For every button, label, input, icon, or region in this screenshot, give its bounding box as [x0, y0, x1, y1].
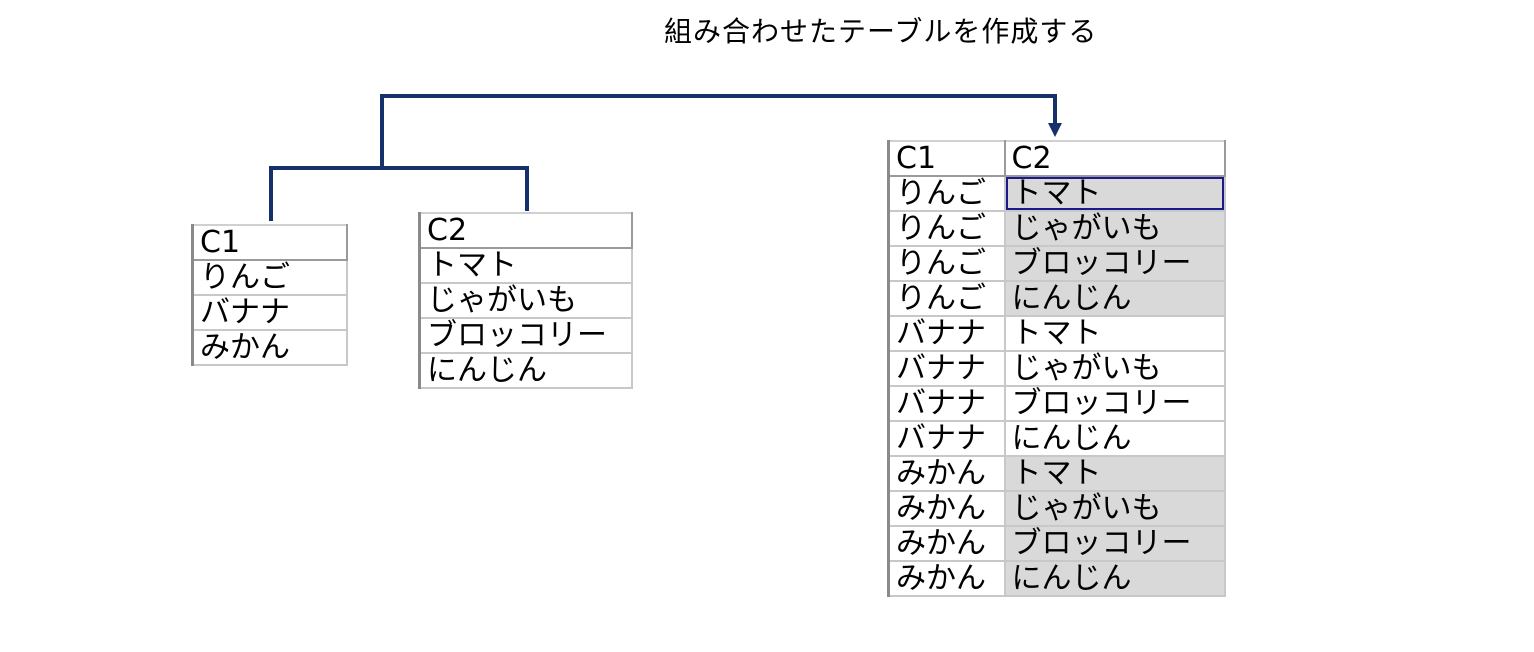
- table-cell[interactable]: にんじん: [418, 352, 633, 389]
- result-table: C1 C2 りんごトマトりんごじゃがいもりんごブロッコリーりんごにんじんバナナト…: [887, 140, 1226, 597]
- table-row: みかんじゃがいも: [887, 490, 1226, 527]
- table-cell-c1[interactable]: みかん: [887, 525, 1006, 562]
- table-cell[interactable]: りんご: [191, 259, 348, 296]
- table-row: りんご: [191, 259, 348, 296]
- table-row: りんごじゃがいも: [887, 210, 1226, 247]
- table-cell[interactable]: バナナ: [191, 294, 348, 331]
- table-cell-c1[interactable]: りんご: [887, 175, 1006, 212]
- table-cell[interactable]: ブロッコリー: [418, 317, 633, 354]
- table-row: バナナにんじん: [887, 420, 1226, 457]
- table-cell-c2[interactable]: ブロッコリー: [1003, 245, 1226, 282]
- table-cell-c1[interactable]: りんご: [887, 280, 1006, 317]
- table-row: バナナトマト: [887, 315, 1226, 352]
- table-header-row: C1: [191, 224, 348, 261]
- table-row: バナナじゃがいも: [887, 350, 1226, 387]
- table-cell-c1[interactable]: バナナ: [887, 420, 1006, 457]
- table-cell-c2[interactable]: トマト: [1003, 175, 1226, 212]
- table-cell-c2[interactable]: じゃがいも: [1003, 490, 1226, 527]
- table-cell[interactable]: じゃがいも: [418, 282, 633, 319]
- diagram-title: 組み合わせたテーブルを作成する: [664, 15, 1098, 48]
- table-row: ブロッコリー: [418, 317, 633, 354]
- table-header-row: C2: [418, 212, 633, 249]
- column-header[interactable]: C2: [418, 212, 633, 249]
- table-cell-c2[interactable]: トマト: [1003, 455, 1226, 492]
- input-table-c2: C2 トマト じゃがいも ブロッコリー にんじん: [418, 212, 633, 389]
- table-cell-c1[interactable]: バナナ: [887, 385, 1006, 422]
- table-cell[interactable]: トマト: [418, 247, 633, 284]
- column-header-c1[interactable]: C1: [887, 140, 1006, 177]
- arrow-head-icon: [1048, 123, 1062, 137]
- table-header-row: C1 C2: [887, 140, 1226, 177]
- table-cell-c2[interactable]: トマト: [1003, 315, 1226, 352]
- table-row: みかん: [191, 329, 348, 366]
- connector-line: [380, 94, 1057, 168]
- input-table-c1: C1 りんご バナナ みかん: [191, 224, 348, 366]
- table-row: みかんトマト: [887, 455, 1226, 492]
- table-row: りんごにんじん: [887, 280, 1226, 317]
- table-row: トマト: [418, 247, 633, 284]
- table-cell-c2[interactable]: じゃがいも: [1003, 350, 1226, 387]
- table-row: みかんブロッコリー: [887, 525, 1226, 562]
- table-cell-c1[interactable]: みかん: [887, 560, 1006, 597]
- table-cell-c1[interactable]: りんご: [887, 245, 1006, 282]
- table-cell-c1[interactable]: バナナ: [887, 350, 1006, 387]
- table-cell-c2[interactable]: ブロッコリー: [1003, 525, 1226, 562]
- table-cell-c1[interactable]: みかん: [887, 490, 1006, 527]
- table-cell-c1[interactable]: りんご: [887, 210, 1006, 247]
- table-cell-c2[interactable]: にんじん: [1003, 560, 1226, 597]
- table-cell-c2[interactable]: ブロッコリー: [1003, 385, 1226, 422]
- column-header[interactable]: C1: [191, 224, 348, 261]
- table-row: バナナブロッコリー: [887, 385, 1226, 422]
- table-cell[interactable]: みかん: [191, 329, 348, 366]
- table-row: にんじん: [418, 352, 633, 389]
- table-cell-c2[interactable]: にんじん: [1003, 420, 1226, 457]
- table-row: りんごブロッコリー: [887, 245, 1226, 282]
- table-row: じゃがいも: [418, 282, 633, 319]
- connector-bracket: [269, 166, 529, 221]
- table-cell-c1[interactable]: バナナ: [887, 315, 1006, 352]
- column-header-c2[interactable]: C2: [1003, 140, 1226, 177]
- table-cell-c2[interactable]: にんじん: [1003, 280, 1226, 317]
- table-row: みかんにんじん: [887, 560, 1226, 597]
- table-row: りんごトマト: [887, 175, 1226, 212]
- table-row: バナナ: [191, 294, 348, 331]
- table-cell-c1[interactable]: みかん: [887, 455, 1006, 492]
- table-cell-c2[interactable]: じゃがいも: [1003, 210, 1226, 247]
